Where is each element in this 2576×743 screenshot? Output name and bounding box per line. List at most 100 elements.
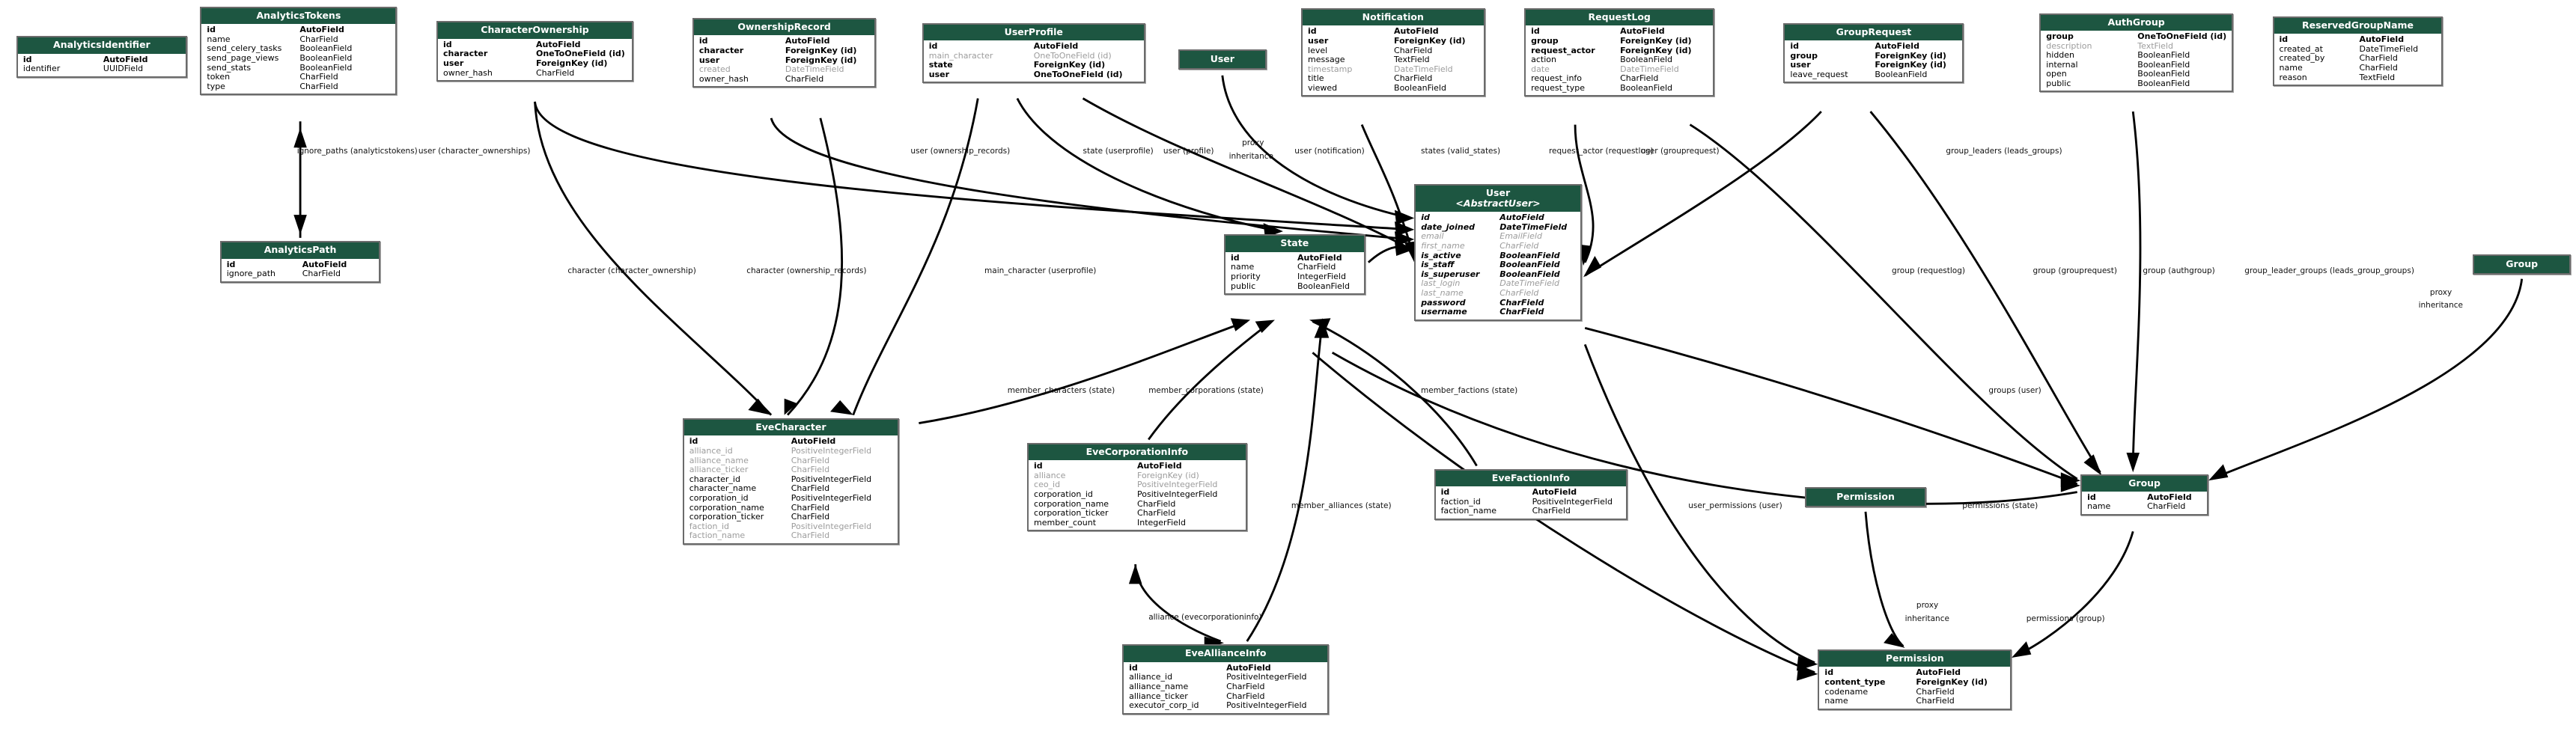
edge-label-lbl-group-leader-groups: group_leader_groups (leads_group_groups): [2244, 266, 2414, 276]
field-type: UUIDField: [103, 64, 144, 74]
field-type: AutoField: [1875, 41, 1919, 52]
field-name: date_joined: [1421, 221, 1476, 232]
edge-label-lbl-user-grouprequest: user (grouprequest): [1640, 147, 1720, 156]
field-type: PositiveIntegerField: [791, 521, 872, 531]
edge-label-lbl-group-authgroup: group (authgroup): [2143, 266, 2215, 276]
entity-title-permission: Permission: [1819, 651, 2011, 667]
field-name: id: [1824, 667, 1834, 678]
edge-label-lbl-user-character-ownerships: user (character_ownerships): [418, 147, 531, 156]
field-name: alliance_id: [1129, 672, 1173, 682]
field-type: AutoField: [103, 54, 148, 64]
edge-label-lbl-permissions-group: permissions (group): [2026, 614, 2105, 624]
field-type: AutoField: [1532, 487, 1577, 498]
field-type: CharField: [1499, 241, 1539, 251]
field-type: CharField: [1226, 691, 1265, 701]
field-type: OneToOneField (id): [1033, 69, 1123, 79]
field-type: BooleanField: [2137, 50, 2190, 61]
field-name: level: [1308, 45, 1328, 55]
edge-label-lbl-state-userprofile: state (userprofile): [1083, 147, 1154, 156]
entity-user_small[interactable]: User: [1178, 49, 1267, 70]
field-name: send_stats: [207, 62, 252, 73]
entity-title-characterownership: CharacterOwnership: [437, 22, 632, 39]
field-type: ForeignKey (id): [535, 58, 608, 69]
entity-title-ownershiprecord: OwnershipRecord: [693, 19, 875, 36]
entity-title-user_abstract: User<AbstractUser>: [1416, 185, 1580, 212]
entity-stereotype-user_abstract: <AbstractUser>: [1455, 197, 1541, 209]
field-type: AutoField: [535, 39, 581, 49]
field-type: BooleanField: [299, 62, 353, 73]
edge-label-lbl-main-character-userprofile: main_character (userprofile): [984, 266, 1097, 276]
field-name: leave_request: [1790, 69, 1848, 79]
field-name: main_character: [928, 50, 993, 61]
edge-label-lbl-permissions-state: permissions (state): [1962, 501, 2038, 510]
field-type: TextField: [2359, 72, 2396, 82]
entity-permission_small[interactable]: Permission: [1804, 487, 1927, 508]
entity-group_small[interactable]: Group: [2472, 254, 2572, 275]
field-name: alliance_name: [1129, 682, 1189, 692]
field-type: BooleanField: [1620, 55, 1673, 65]
field-type: CharField: [1916, 686, 1955, 697]
field-type: CharField: [1916, 696, 1955, 706]
edge-label-lbl-proxy-inheritance-1: proxy: [1242, 138, 1264, 148]
entity-title-evefactioninfo: EveFactionInfo: [1435, 470, 1627, 487]
field-type: AutoField: [1033, 41, 1079, 52]
field-name: group: [2046, 31, 2074, 41]
edge-label-lbl-member-alliances: member_alliances (state): [1291, 501, 1392, 510]
field-type: CharField: [1499, 297, 1544, 308]
field-type: AutoField: [1916, 667, 1961, 678]
field-type: CharField: [1394, 45, 1433, 55]
field-type: BooleanField: [1297, 281, 1350, 291]
field-name: timestamp: [1308, 64, 1353, 74]
field-type: CharField: [785, 73, 824, 84]
entity-title-userprofile: UserProfile: [923, 24, 1144, 41]
field-type: AutoField: [1137, 461, 1182, 471]
field-name: email: [1421, 231, 1444, 242]
field-name: corporation_ticker: [1034, 508, 1109, 519]
field-type: CharField: [1137, 498, 1176, 509]
field-type: TextField: [2137, 40, 2173, 51]
edge-label-lbl-character-ownership-records: character (ownership_records): [746, 266, 867, 276]
field-name: corporation_name: [689, 502, 764, 513]
